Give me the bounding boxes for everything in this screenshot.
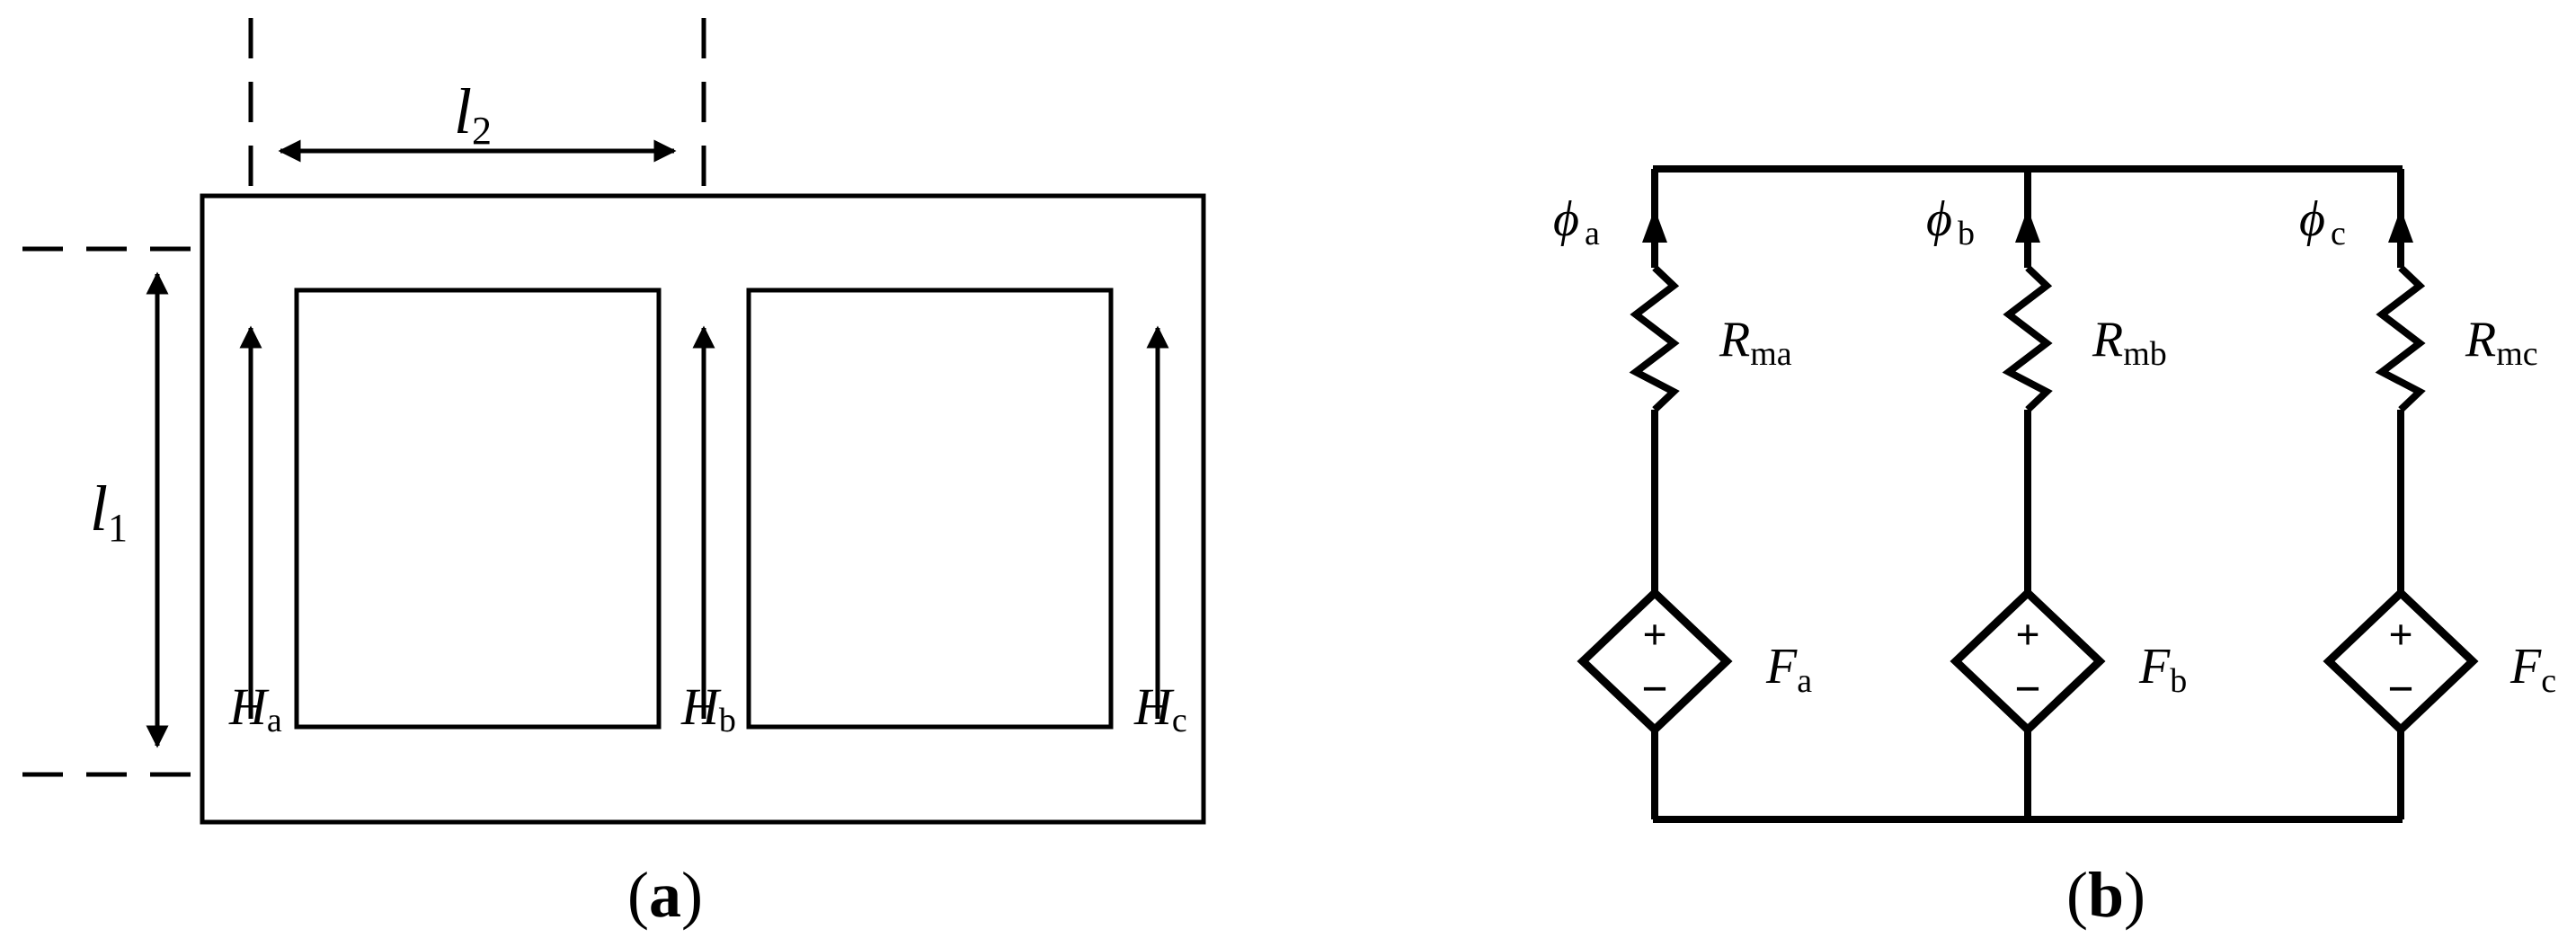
reluctance-resistor-a bbox=[1629, 265, 1680, 412]
label-rma: Rma bbox=[1719, 312, 1792, 373]
label-ha: Ha bbox=[228, 677, 282, 739]
label-l2: l2 bbox=[454, 75, 492, 153]
source-b-plus: + bbox=[2015, 611, 2039, 659]
right-window bbox=[746, 288, 1114, 730]
flux-arrow-a bbox=[1642, 208, 1667, 243]
flux-arrow-c bbox=[2388, 208, 2413, 243]
label-fb: Fb bbox=[2138, 639, 2187, 700]
label-fa: Fa bbox=[1765, 639, 1812, 700]
reluctance-resistor-c bbox=[2375, 265, 2426, 412]
reluctance-resistor-b bbox=[2002, 265, 2053, 412]
source-b-minus: − bbox=[2014, 664, 2041, 715]
panel-a: l2 l1 Ha Hb Hc (a) bbox=[22, 18, 1206, 931]
label-fc: Fc bbox=[2509, 639, 2556, 700]
flux-arrow-b bbox=[2015, 208, 2040, 243]
source-a-plus: + bbox=[1642, 611, 1666, 659]
label-hb: Hb bbox=[680, 677, 736, 739]
label-rmb: Rmb bbox=[2092, 312, 2167, 373]
caption-a: (a) bbox=[627, 859, 703, 931]
label-rmc: Rmc bbox=[2465, 312, 2538, 373]
core-outline bbox=[200, 193, 1206, 825]
source-c-plus: + bbox=[2388, 611, 2412, 659]
caption-b: (b) bbox=[2066, 859, 2145, 931]
label-hc: Hc bbox=[1133, 677, 1187, 739]
source-c-minus: − bbox=[2387, 664, 2414, 715]
source-a-minus: − bbox=[1641, 664, 1668, 715]
left-window bbox=[294, 288, 662, 730]
label-l1: l1 bbox=[90, 473, 128, 550]
